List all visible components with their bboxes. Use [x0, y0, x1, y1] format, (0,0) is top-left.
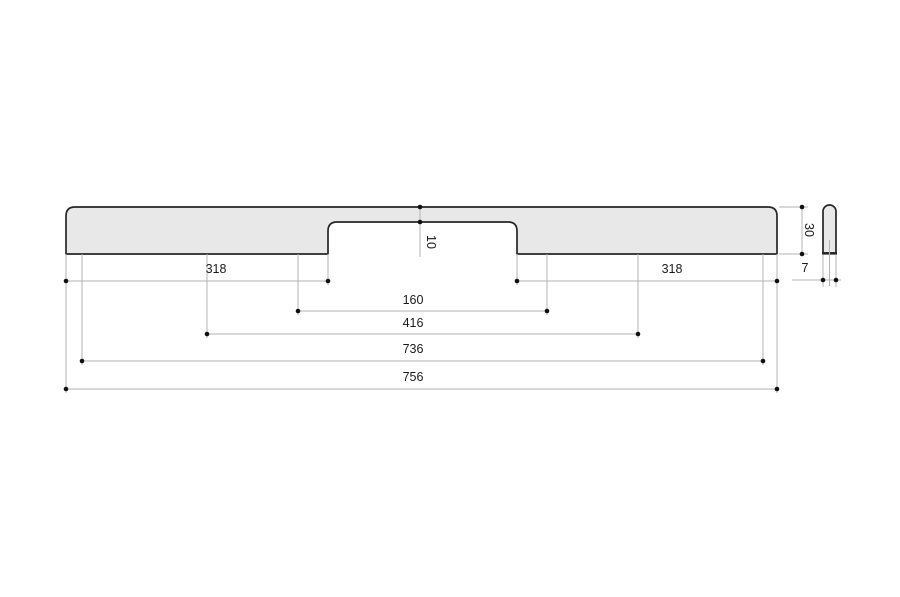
dim-30-height: 30	[779, 204, 816, 257]
dim-label-736: 736	[403, 342, 424, 356]
dim-318-right: 318	[514, 262, 780, 284]
side-view: 7	[792, 204, 841, 287]
extension-lines	[65, 254, 778, 393]
dim-7-thickness: 7	[792, 255, 841, 287]
dim-label-notch-depth: 10	[424, 235, 438, 249]
handle-front-shape	[65, 206, 778, 255]
dim-notch-depth: 10	[417, 204, 438, 257]
dim-label-160: 160	[403, 293, 424, 307]
dim-label-416: 416	[403, 316, 424, 330]
front-view: 10 318 318 160	[63, 204, 816, 393]
dim-756-total-length: 756	[63, 370, 780, 392]
dim-label-30: 30	[802, 223, 816, 237]
dim-label-756: 756	[403, 370, 424, 384]
dim-label-7: 7	[802, 261, 809, 275]
dim-160: 160	[295, 293, 550, 314]
dim-416: 416	[204, 316, 641, 337]
dim-label-318-right: 318	[662, 262, 683, 276]
handle-side-profile-shape	[822, 204, 837, 254]
dim-label-318-left: 318	[206, 262, 227, 276]
dim-318-left: 318	[63, 262, 331, 284]
dim-736: 736	[79, 342, 766, 364]
